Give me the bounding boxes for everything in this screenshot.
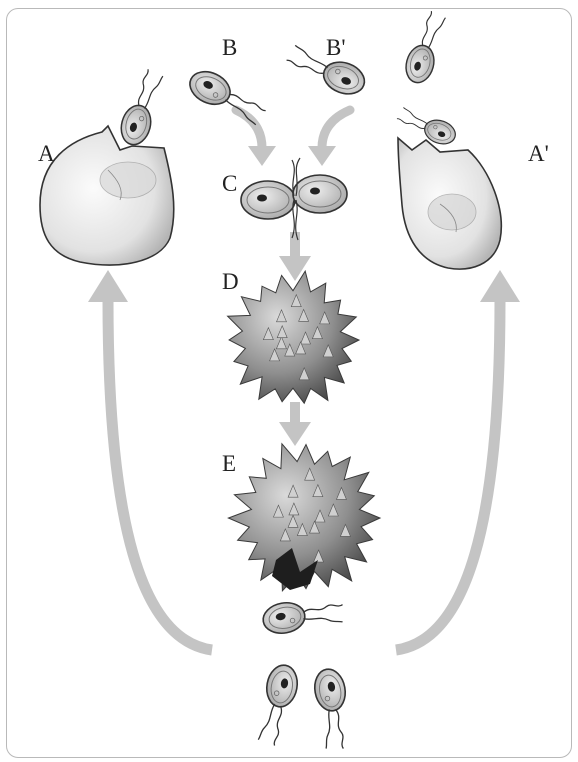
label-b-prime: B' xyxy=(326,36,346,59)
spiny-cyst-e xyxy=(228,444,380,591)
spiny-cyst-d xyxy=(228,271,359,403)
label-c: C xyxy=(222,172,237,195)
fusing-gametes-c xyxy=(241,158,347,240)
label-e: E xyxy=(222,452,236,475)
arrow-d-to-e xyxy=(279,402,311,446)
zoospore-bottom-right xyxy=(312,667,356,752)
label-d: D xyxy=(222,270,239,293)
zoospore-emerging-a xyxy=(117,66,164,148)
label-b: B xyxy=(222,36,237,59)
arrow-zoospores-to-aprime xyxy=(396,270,520,650)
sporangium-aprime xyxy=(398,138,501,269)
label-a-prime: A' xyxy=(528,142,549,165)
zoospore-bottom-middle xyxy=(261,593,346,637)
arrow-b-to-c xyxy=(236,110,276,166)
zoospore-bottom-left xyxy=(257,663,301,748)
arrow-bprime-to-c xyxy=(308,110,350,166)
arrow-zoospores-to-a xyxy=(88,270,212,650)
sporangium-a xyxy=(40,126,174,265)
zoospore-b xyxy=(185,66,271,127)
zoospore-top-right xyxy=(402,8,447,85)
label-a: A xyxy=(38,142,55,165)
